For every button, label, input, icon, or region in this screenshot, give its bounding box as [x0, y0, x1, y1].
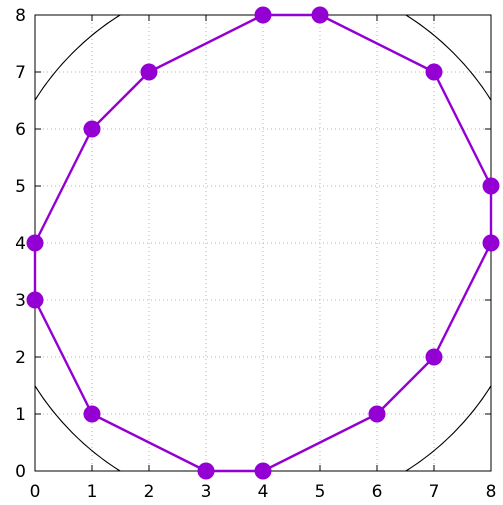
y-tick-label: 2 [15, 348, 26, 368]
y-tick-label: 8 [15, 6, 26, 26]
x-tick-label: 0 [30, 482, 41, 502]
y-axis-tick-labels: 0 1 2 3 4 5 6 7 8 [15, 6, 26, 482]
data-point [140, 63, 158, 81]
x-axis-tick-labels: 0 1 2 3 4 5 6 7 8 [30, 482, 497, 502]
y-tick-label: 4 [15, 234, 26, 254]
data-point [83, 405, 101, 423]
data-point [368, 405, 386, 423]
x-tick-label: 1 [87, 482, 98, 502]
x-tick-label: 2 [144, 482, 155, 502]
data-point [26, 291, 44, 309]
data-point [482, 234, 500, 252]
data-point [425, 348, 443, 366]
x-tick-label: 8 [486, 482, 497, 502]
y-tick-label: 3 [15, 291, 26, 311]
series-layer [26, 6, 500, 480]
y-tick-label: 7 [15, 63, 26, 83]
y-tick-label: 1 [15, 405, 26, 425]
data-point [254, 6, 272, 24]
data-point [482, 177, 500, 195]
x-tick-label: 7 [429, 482, 440, 502]
y-tick-label: 6 [15, 120, 26, 140]
y-tick-label: 5 [15, 177, 26, 197]
data-point [197, 462, 215, 480]
data-point [254, 462, 272, 480]
data-point [425, 63, 443, 81]
y-tick-label: 0 [15, 462, 26, 482]
x-tick-label: 6 [372, 482, 383, 502]
data-point [83, 120, 101, 138]
data-point [26, 234, 44, 252]
x-tick-label: 3 [201, 482, 212, 502]
data-point [311, 6, 329, 24]
grid [35, 15, 491, 471]
x-tick-label: 4 [258, 482, 269, 502]
x-tick-label: 5 [315, 482, 326, 502]
